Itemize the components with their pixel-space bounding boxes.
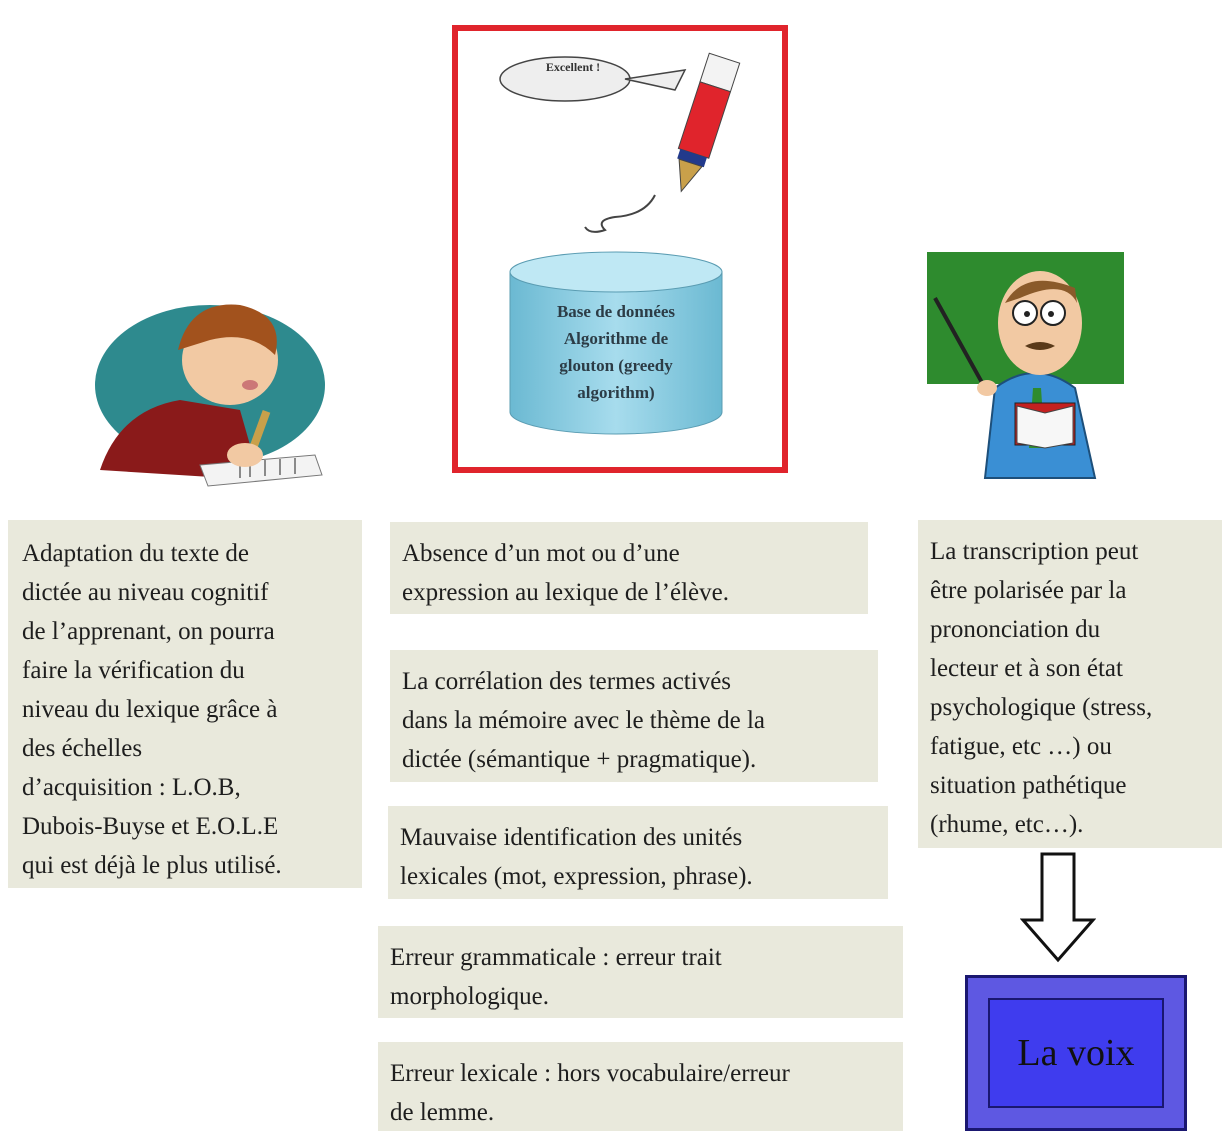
center-line: Erreur grammaticale : erreur trait	[390, 944, 722, 971]
center-text-box-grammatical: Erreur grammaticale : erreur trait morph…	[378, 926, 903, 1018]
voice-box: La voix	[965, 975, 1187, 1131]
left-line: niveau du lexique grâce à	[22, 696, 278, 723]
right-line: situation pathétique	[930, 772, 1127, 799]
center-line: morphologique.	[390, 983, 550, 1010]
left-text-box: Adaptation du texte de dictée au niveau …	[8, 520, 362, 888]
left-line: faire la vérification du	[22, 657, 245, 684]
center-line: dans la mémoire avec le thème de la	[402, 707, 766, 734]
center-line: expression au lexique de l’élève.	[402, 579, 729, 606]
right-line: lecteur et à son état	[930, 655, 1123, 682]
center-line: Erreur lexicale : hors vocabulaire/erreu…	[390, 1060, 790, 1087]
center-line: La corrélation des termes activés	[402, 668, 732, 695]
database-line: algorithm)	[577, 383, 655, 402]
center-line: dictée (sémantique + pragmatique).	[402, 746, 757, 773]
child-writing-illustration	[95, 304, 325, 487]
speech-bubble-text: Excellent !	[545, 60, 601, 74]
right-line: fatigue, etc …) ou	[930, 733, 1112, 760]
database-label: Base de données Algorithme de glouton (g…	[512, 298, 720, 406]
teacher-illustration	[927, 252, 1124, 479]
left-line: des échelles	[22, 735, 143, 762]
left-line: d’acquisition : L.O.B,	[22, 774, 241, 801]
left-line: Adaptation du texte de	[22, 540, 250, 567]
down-arrow-icon	[1020, 852, 1096, 963]
right-line: être polarisée par la	[930, 577, 1127, 604]
center-text-box-identification: Mauvaise identification des unités lexic…	[388, 806, 888, 899]
center-text-box-correlation: La corrélation des termes activés dans l…	[390, 650, 878, 782]
database-line: glouton (greedy	[559, 356, 673, 375]
right-line: (rhume, etc…).	[930, 811, 1084, 838]
right-line: prononciation du	[930, 616, 1101, 643]
right-text-box: La transcription peut être polarisée par…	[918, 520, 1222, 848]
center-text-box-absence: Absence d’un mot ou d’une expression au …	[390, 522, 868, 614]
center-text-box-lexical: Erreur lexicale : hors vocabulaire/erreu…	[378, 1042, 903, 1131]
left-line: Dubois-Buyse et E.O.L.E	[22, 813, 279, 840]
right-line: psychologique (stress,	[930, 694, 1153, 721]
center-line: Absence d’un mot ou d’une	[402, 540, 680, 567]
center-line: Mauvaise identification des unités	[400, 824, 743, 851]
center-line: de lemme.	[390, 1099, 495, 1126]
center-line: lexicales (mot, expression, phrase).	[400, 863, 753, 890]
left-line: de l’apprenant, on pourra	[22, 618, 275, 645]
left-line: dictée au niveau cognitif	[22, 579, 269, 606]
database-cylinder	[509, 251, 723, 435]
database-line: Base de données	[556, 302, 676, 321]
voice-label: La voix	[988, 998, 1164, 1108]
pen-illustration	[499, 52, 741, 233]
right-line: La transcription peut	[930, 538, 1139, 565]
left-line: qui est déjà le plus utilisé.	[22, 852, 282, 879]
database-line: Algorithme de	[563, 329, 669, 348]
